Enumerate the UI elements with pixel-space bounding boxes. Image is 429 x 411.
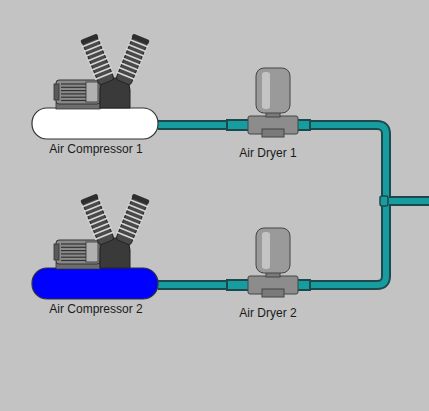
component-label: Air Compressor 1 xyxy=(47,142,144,156)
component-label: Air Dryer 2 xyxy=(237,306,298,320)
compressor-illustration xyxy=(30,190,162,320)
component-label: Air Dryer 1 xyxy=(237,146,298,160)
air-compressor: Air Compressor 1 xyxy=(30,30,162,160)
air-dryer: Air Dryer 2 xyxy=(228,220,308,324)
motor xyxy=(56,240,100,264)
tank xyxy=(32,268,158,299)
air-pipe xyxy=(158,285,229,286)
dryer-cylinder xyxy=(256,68,290,113)
pipe-outline xyxy=(158,280,229,290)
air-pipe xyxy=(158,125,229,126)
dryer-cylinder xyxy=(256,228,290,273)
pipe-fill xyxy=(158,282,229,288)
pipe-outline xyxy=(158,120,229,130)
compressor-illustration xyxy=(30,30,162,160)
pipe-fill xyxy=(158,122,229,128)
component-label: Air Compressor 2 xyxy=(47,302,144,316)
tank xyxy=(32,108,158,139)
air-compressor: Air Compressor 2 xyxy=(30,190,162,320)
air-dryer: Air Dryer 1 xyxy=(228,60,308,164)
motor xyxy=(56,80,100,104)
